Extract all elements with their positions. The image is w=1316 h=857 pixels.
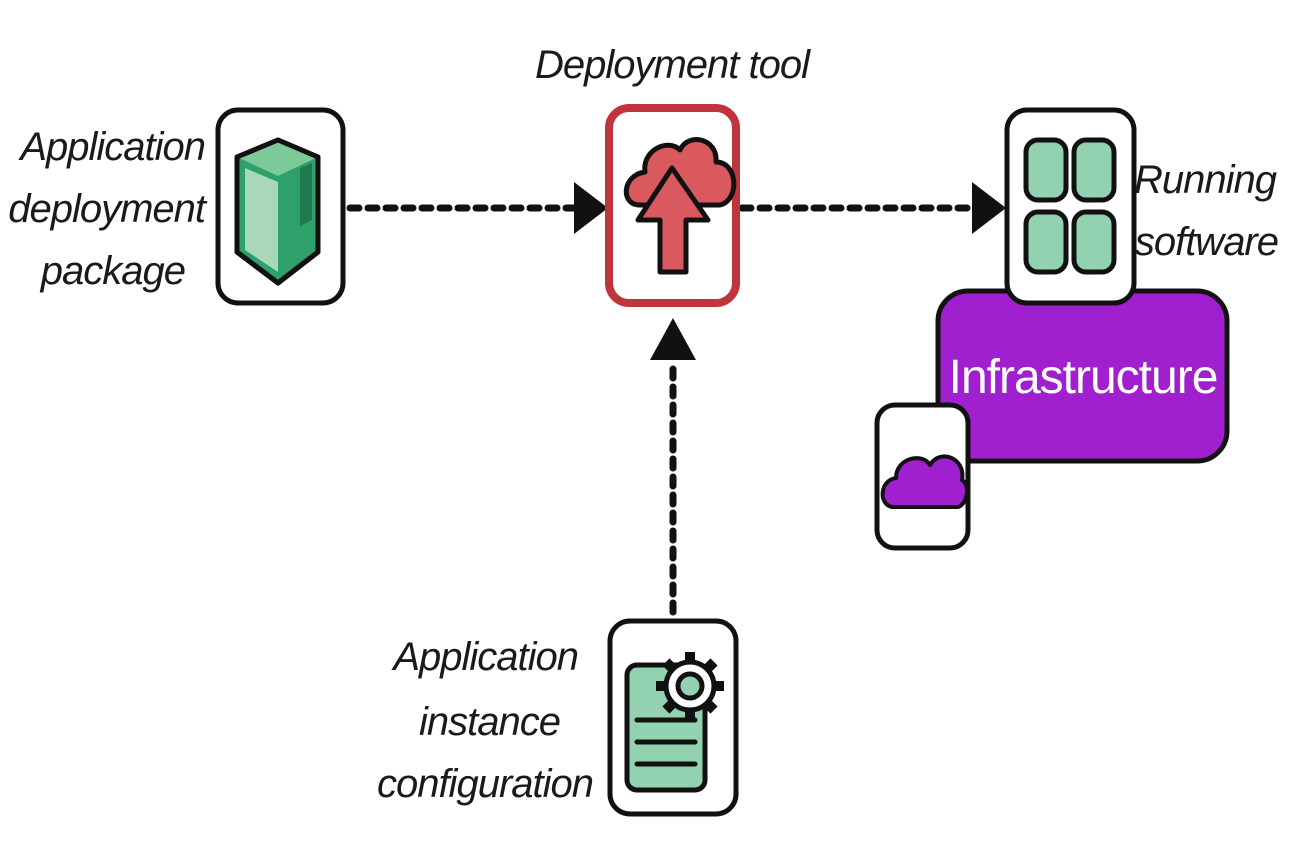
arrow-package-to-tool <box>346 182 608 234</box>
package-node: Application deployment package <box>8 107 346 306</box>
cloud-upload-icon <box>623 137 737 275</box>
package-label-line-2: deployment <box>8 187 208 231</box>
arrow-config-to-tool <box>650 318 696 616</box>
deployment-tool-node: Deployment tool <box>535 43 812 307</box>
package-box-icon <box>234 137 321 286</box>
infrastructure-node: Infrastructure <box>874 288 1230 551</box>
cloud-icon <box>880 454 969 509</box>
running-software-node: Running software <box>1004 107 1279 306</box>
running-label-line-1: Running <box>1134 158 1277 202</box>
package-label-line-1: Application <box>18 125 205 169</box>
package-label-line-3: package <box>40 249 185 293</box>
infrastructure-label: Infrastructure <box>949 351 1218 404</box>
running-label-line-2: software <box>1135 220 1278 264</box>
config-node: Application instance configuration <box>377 618 739 817</box>
running-apps-grid-icon <box>1023 137 1117 275</box>
tool-label: Deployment tool <box>535 43 811 87</box>
config-label-line-2: instance <box>419 700 560 744</box>
config-label-line-3: configuration <box>377 762 593 806</box>
config-label-line-1: Application <box>391 635 578 679</box>
arrow-tool-to-running <box>738 182 1006 234</box>
config-document-gear-icon <box>624 652 724 793</box>
